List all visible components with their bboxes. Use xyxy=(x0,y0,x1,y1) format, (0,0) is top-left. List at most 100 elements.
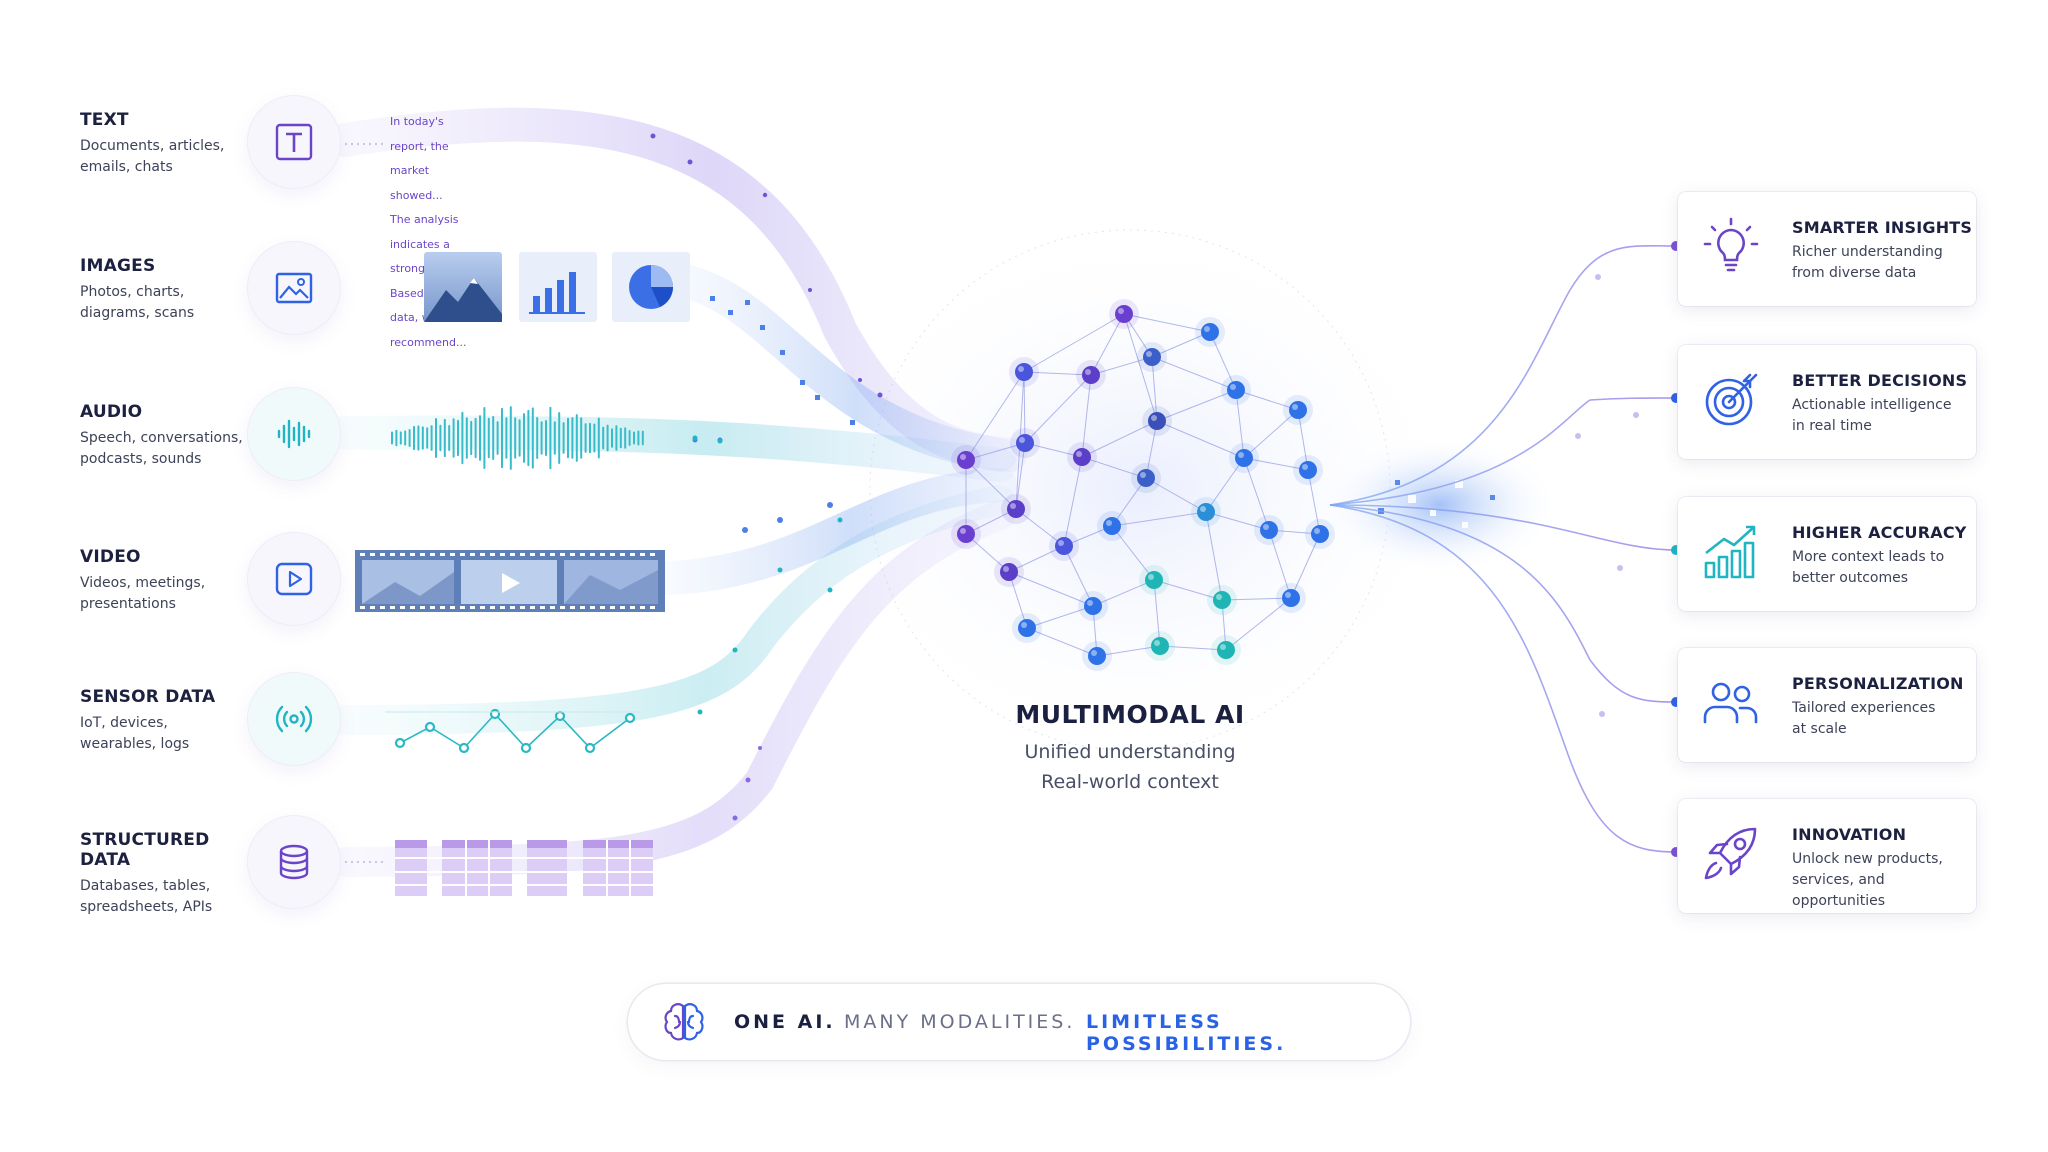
network-edge xyxy=(1145,420,1158,479)
network-node xyxy=(1143,348,1161,366)
network-node-highlight xyxy=(1200,506,1206,512)
network-node-highlight xyxy=(1018,366,1024,372)
modality-desc: wearables, logs xyxy=(80,736,190,752)
network-node-highlight xyxy=(1148,574,1154,580)
network-edge xyxy=(1096,645,1161,657)
network-edge xyxy=(1205,511,1223,601)
film-hole xyxy=(450,606,455,609)
network-node-highlight xyxy=(1140,472,1146,478)
table-thumbnails xyxy=(395,840,653,896)
modality-text: TEXT Documents, articles,emails, chats xyxy=(0,96,700,216)
play-icon xyxy=(248,533,340,625)
outcome-desc: Tailored experiences xyxy=(1792,700,1936,716)
network-node-highlight xyxy=(1314,528,1320,534)
network-edge xyxy=(1090,313,1125,376)
film-hole xyxy=(590,606,595,609)
film-hole xyxy=(600,606,605,609)
film-hole xyxy=(470,606,475,609)
network-node-highlight xyxy=(1087,600,1093,606)
modality-desc: Documents, articles, xyxy=(80,138,225,154)
network-node xyxy=(1311,525,1329,543)
network-node-highlight xyxy=(1021,622,1027,628)
network-edge xyxy=(1081,420,1158,458)
network-edge xyxy=(1235,389,1299,411)
lightbulb-icon xyxy=(1703,217,1759,272)
network-edge xyxy=(1111,477,1147,527)
network-edge xyxy=(1063,545,1094,607)
text-snippet: In today's report, the market showed... xyxy=(390,115,449,202)
film-hole xyxy=(510,553,515,556)
network-edge xyxy=(965,459,1017,510)
modality-title: VIDEO xyxy=(80,547,141,567)
outcome-title: PERSONALIZATION xyxy=(1792,674,1964,693)
film-hole xyxy=(400,553,405,556)
network-edge xyxy=(1111,525,1155,581)
film-hole xyxy=(370,606,375,609)
outcome-title: INNOVATION xyxy=(1792,825,1907,844)
network-node xyxy=(1015,363,1033,381)
network-node xyxy=(957,451,975,469)
network-node xyxy=(1016,434,1034,452)
film-hole xyxy=(630,606,635,609)
modality-title: TEXT xyxy=(80,110,129,130)
core-subtitle: Unified understanding xyxy=(1024,741,1236,763)
network-edge xyxy=(1153,579,1223,601)
network-node-highlight xyxy=(1263,524,1269,530)
modality-title: AUDIO xyxy=(80,402,143,422)
network-edge xyxy=(965,371,1025,461)
modality-sensor: SENSOR DATA IoT, devices,wearables, logs xyxy=(0,673,700,793)
film-hole xyxy=(640,606,645,609)
network-node-highlight xyxy=(1204,326,1210,332)
text-icon xyxy=(248,96,340,188)
network-edge xyxy=(1008,545,1065,573)
modality-video: VIDEO Videos, meetings,presentations xyxy=(0,533,700,653)
tagline-banner: ONE AI. MANY MODALITIES. LIMITLESS POSSI… xyxy=(628,984,1410,1060)
pie-chart-thumbnail xyxy=(612,252,690,322)
network-edge xyxy=(1243,409,1299,459)
network-node xyxy=(1082,366,1100,384)
film-hole xyxy=(370,553,375,556)
database-icon xyxy=(248,816,340,908)
network-edge xyxy=(1111,511,1207,527)
network-node xyxy=(1213,591,1231,609)
network-edge xyxy=(1243,457,1270,531)
image-icon xyxy=(248,242,340,334)
sensor-broadcast-icon xyxy=(248,673,340,765)
tagline-part-two: MANY MODALITIES. xyxy=(844,1011,1076,1033)
audio-waveform xyxy=(391,406,644,470)
film-hole xyxy=(590,553,595,556)
network-node-highlight xyxy=(960,528,966,534)
film-hole xyxy=(360,553,365,556)
film-hole xyxy=(580,553,585,556)
film-hole xyxy=(650,553,655,556)
film-hole xyxy=(390,606,395,609)
film-hole xyxy=(430,553,435,556)
network-node-highlight xyxy=(1106,520,1112,526)
network-edge xyxy=(1145,477,1207,513)
network-edge xyxy=(1026,627,1098,657)
network-edge xyxy=(1243,457,1309,471)
network-edge xyxy=(1225,597,1292,651)
network-edge xyxy=(1024,442,1083,458)
network-edge xyxy=(1205,457,1245,513)
target-icon xyxy=(1705,373,1758,426)
modality-desc: Videos, meetings, xyxy=(80,575,206,591)
film-hole xyxy=(480,553,485,556)
outcome-title: HIGHER ACCURACY xyxy=(1792,523,1967,542)
modality-structured: STRUCTURED DATA Databases, tables,spread… xyxy=(0,816,700,936)
network-node xyxy=(1289,401,1307,419)
modality-title: SENSOR DATA xyxy=(80,687,216,707)
network-edge xyxy=(1156,420,1245,459)
network-edge xyxy=(965,533,1010,573)
network-edge xyxy=(1023,371,1026,444)
users-icon xyxy=(1703,682,1758,724)
brain-icon xyxy=(664,1003,704,1041)
network-node xyxy=(1145,571,1163,589)
network-node xyxy=(1018,619,1036,637)
network-edge xyxy=(1307,469,1321,535)
outcome-title: BETTER DECISIONS xyxy=(1792,371,1968,390)
core-label: MULTIMODAL AI Unified understanding Real… xyxy=(980,700,1280,797)
network-node-highlight xyxy=(1285,592,1291,598)
network-edge xyxy=(1026,605,1094,629)
